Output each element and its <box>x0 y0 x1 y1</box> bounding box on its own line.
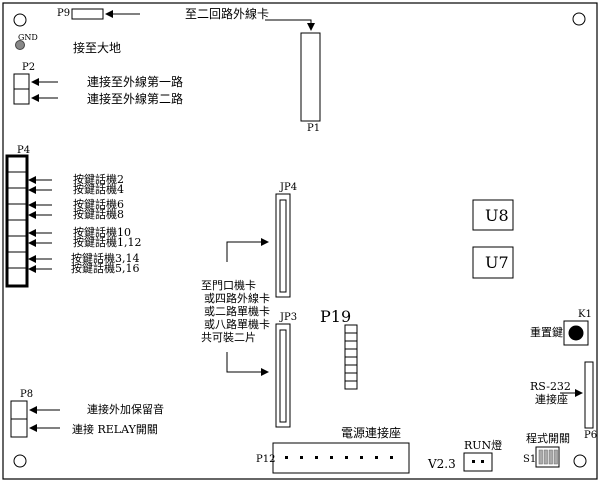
gnd-terminal <box>15 40 25 50</box>
run-led-label: RUN燈 <box>464 439 503 452</box>
jp-desc-line: 或四路外線卡 <box>204 292 270 305</box>
u8-chip <box>472 199 514 231</box>
jp3-label: JP3 <box>280 312 298 323</box>
p8-label: P8 <box>20 389 34 400</box>
jp4-slot <box>275 193 291 298</box>
p1-connector <box>300 32 321 122</box>
p4-item: 按鍵話機10 <box>73 226 131 239</box>
p1-label: P1 <box>307 123 321 134</box>
p4-item: 按鍵話機1,12 <box>73 236 142 249</box>
p4-item: 按鍵話機3,14 <box>71 252 140 265</box>
k1-label: K1 <box>578 309 592 320</box>
p4-item: 按鍵話機2 <box>73 173 124 186</box>
p12-pins <box>285 456 393 459</box>
p9-to-p1-arrow <box>265 19 315 31</box>
p4-arrows <box>28 176 52 273</box>
p4-connector <box>5 154 29 288</box>
p4-item: 按鍵話機4 <box>73 183 124 196</box>
mount-hole-bottom-left <box>13 454 27 468</box>
u7-label: U7 <box>485 253 509 272</box>
p9-description: 至二回路外線卡 <box>185 7 270 21</box>
p9-connector <box>71 8 104 20</box>
jp-desc-line: 或二路單機卡 <box>204 305 270 318</box>
p2-line2: 連接至外線第二路 <box>87 92 184 106</box>
jp4-label: JP4 <box>280 182 298 193</box>
u8-label: U8 <box>485 206 509 225</box>
mount-hole-top-right <box>572 12 586 26</box>
p9-label: P9 <box>57 8 71 19</box>
p4-item: 按鍵話機5,16 <box>71 262 140 275</box>
rs232-label: RS-232 <box>530 380 571 393</box>
p8-line1: 連接外加保留音 <box>87 403 164 416</box>
p12-description: 電源連接座 <box>341 426 402 440</box>
gnd-label: GND <box>18 33 38 42</box>
s1-label: S1 <box>523 454 537 465</box>
jp3-arrow <box>226 352 269 376</box>
p4-pin-cells <box>7 171 27 269</box>
p12-label: P12 <box>256 454 276 465</box>
run-led <box>463 452 493 472</box>
rs232-description: 連接座 <box>535 393 568 406</box>
jp-desc-line: 至門口機卡 <box>201 279 256 292</box>
p2-label: P2 <box>22 62 36 73</box>
p6-label: P6 <box>584 430 598 441</box>
p4-item: 按鍵話機6 <box>73 198 124 211</box>
p2-line1: 連接至外線第一路 <box>87 75 184 89</box>
p6-connector <box>584 361 594 429</box>
s1-description: 程式開關 <box>526 432 570 445</box>
jp-desc-line: 共可裝二片 <box>201 331 256 344</box>
jp-desc-line: 或八路單機卡 <box>204 318 270 331</box>
jp4-arrow <box>226 238 269 262</box>
gnd-description: 接至大地 <box>73 41 122 55</box>
mount-hole-top-left <box>13 13 27 27</box>
p8-line2: 連接 RELAY開關 <box>72 423 158 436</box>
p19-label: P19 <box>320 307 352 326</box>
p12-connector <box>272 442 410 474</box>
version-label: V2.3 <box>428 457 456 471</box>
p4-label: P4 <box>17 145 31 156</box>
jp3-slot <box>275 323 291 428</box>
u7-chip <box>472 246 514 279</box>
p4-item: 按鍵話機8 <box>73 208 124 221</box>
k1-description: 重置鍵 <box>530 326 563 339</box>
mount-hole-bottom-right <box>573 454 587 468</box>
